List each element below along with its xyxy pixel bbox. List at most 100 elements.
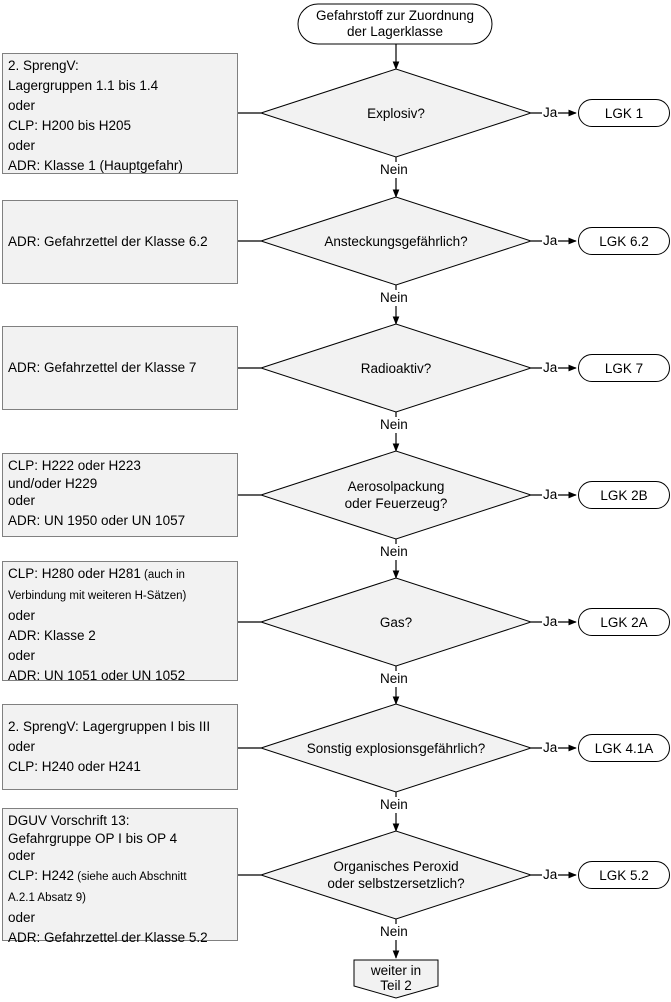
- criteria-text: oder: [8, 848, 36, 863]
- no-label-2: Nein: [379, 290, 409, 306]
- criteria-box-2: ADR: Gefahrzettel der Klasse 6.2: [2, 200, 238, 284]
- criteria-text: oder: [8, 98, 36, 113]
- criteria-line: oder: [8, 846, 232, 866]
- result-terminal-5: LGK 2A: [578, 608, 670, 636]
- continue-line-1: weiter in: [370, 963, 422, 978]
- yes-label-1: Ja: [542, 105, 559, 121]
- criteria-text: ADR: Gefahrzettel der Klasse 5.2: [8, 930, 208, 945]
- decision-question-line: Explosiv?: [367, 105, 425, 121]
- decision-question-6: Sonstig explosionsgefährlich?: [281, 740, 511, 757]
- decision-question-line: Radioaktiv?: [360, 360, 432, 376]
- criteria-text: 2. SprengV:: [8, 58, 79, 73]
- criteria-line: DGUV Vorschrift 13:: [8, 811, 232, 831]
- criteria-text: CLP: H222 oder H223: [8, 458, 141, 473]
- criteria-line: Gefahrgruppe OP I bis OP 4: [8, 831, 232, 846]
- criteria-text: 2. SprengV: Lagergruppen I bis III: [8, 719, 211, 734]
- criteria-text: Gefahrgruppe OP I bis OP 4: [8, 831, 178, 846]
- criteria-text: Lagergruppen 1.1 bis 1.4: [8, 78, 159, 93]
- criteria-text: und/oder H229: [8, 476, 98, 491]
- criteria-line: ADR: Gefahrzettel der Klasse 5.2: [8, 928, 232, 948]
- result-terminal-3: LGK 7: [578, 354, 670, 382]
- decision-question-line: oder Feuerzeug?: [344, 496, 448, 511]
- criteria-text: CLP: H200 bis H205: [8, 118, 132, 133]
- criteria-text: oder: [8, 739, 36, 754]
- criteria-line: oder: [8, 908, 232, 928]
- criteria-line: ADR: Klasse 2: [8, 626, 232, 646]
- criteria-line: ADR: Gefahrzettel der Klasse 6.2: [8, 232, 232, 252]
- criteria-line: und/oder H229: [8, 476, 232, 491]
- criteria-line: A.2.1 Absatz 9): [8, 887, 232, 908]
- criteria-line: CLP: H222 oder H223: [8, 456, 232, 476]
- criteria-text: oder: [8, 493, 36, 508]
- criteria-line: oder: [8, 646, 232, 666]
- result-terminal-6: LGK 4.1A: [578, 734, 670, 762]
- criteria-text: ADR: UN 1950 oder UN 1057: [8, 513, 186, 528]
- no-label-7: Nein: [379, 924, 409, 940]
- criteria-text: oder: [8, 608, 36, 623]
- criteria-line: ADR: UN 1950 oder UN 1057: [8, 511, 232, 531]
- criteria-note: Verbindung mit weiteren H-Sätzen): [8, 590, 187, 602]
- decision-question-line: Aerosolpackung: [347, 479, 445, 494]
- criteria-line: oder: [8, 606, 232, 626]
- decision-question-line: Ansteckungsgefährlich?: [324, 233, 468, 249]
- yes-label-7: Ja: [542, 867, 559, 883]
- decision-question-4: Aerosolpackung oder Feuerzeug?: [281, 478, 511, 512]
- criteria-line: ADR: Gefahrzettel der Klasse 7: [8, 358, 232, 378]
- continue-connector: [353, 959, 439, 999]
- yes-label-6: Ja: [542, 740, 559, 756]
- criteria-line: Verbindung mit weiteren H-Sätzen): [8, 585, 232, 606]
- criteria-box-5: CLP: H280 oder H281 (auch in Verbindung m…: [2, 561, 238, 683]
- decision-question-5: Gas?: [281, 614, 511, 631]
- result-terminal-2: LGK 6.2: [578, 227, 670, 255]
- criteria-text: ADR: Gefahrzettel der Klasse 6.2: [8, 234, 208, 249]
- criteria-text: oder: [8, 648, 36, 663]
- criteria-line: CLP: H242 (siehe auch Abschnitt: [8, 866, 232, 887]
- criteria-text: CLP: H240 oder H241: [8, 759, 141, 774]
- decision-question-3: Radioaktiv?: [281, 360, 511, 377]
- criteria-text: oder: [8, 910, 36, 925]
- criteria-line: ADR: UN 1051 oder UN 1052: [8, 666, 232, 686]
- criteria-line: oder: [8, 96, 232, 116]
- criteria-line: CLP: H240 oder H241: [8, 757, 232, 777]
- no-label-4: Nein: [379, 544, 409, 560]
- criteria-line: CLP: H280 oder H281 (auch in: [8, 564, 232, 585]
- criteria-note: (auch in: [140, 569, 185, 581]
- continue-line-2: Teil 2: [380, 978, 412, 993]
- decision-question-2: Ansteckungsgefährlich?: [281, 233, 511, 250]
- criteria-text: CLP: H242: [8, 868, 75, 883]
- decision-question-1: Explosiv?: [281, 105, 511, 122]
- criteria-line: CLP: H200 bis H205: [8, 116, 232, 136]
- criteria-text: ADR: Gefahrzettel der Klasse 7: [8, 360, 197, 375]
- no-label-5: Nein: [379, 671, 409, 687]
- criteria-line: 2. SprengV:: [8, 56, 232, 76]
- criteria-line: Lagergruppen 1.1 bis 1.4: [8, 76, 232, 96]
- criteria-note: (siehe auch Abschnitt: [74, 871, 187, 883]
- criteria-text: CLP: H280 oder H281: [8, 566, 141, 581]
- criteria-line: oder: [8, 491, 232, 511]
- yes-label-3: Ja: [542, 360, 559, 376]
- decision-question-line: Sonstig explosionsgefährlich?: [306, 740, 486, 756]
- criteria-line: oder: [8, 737, 232, 757]
- criteria-line: 2. SprengV: Lagergruppen I bis III: [8, 717, 232, 737]
- criteria-line: oder: [8, 136, 232, 156]
- yes-label-4: Ja: [542, 487, 559, 503]
- decision-question-line: Gas?: [379, 614, 413, 630]
- criteria-text: ADR: Klasse 1 (Hauptgefahr): [8, 158, 183, 173]
- result-terminal-7: LGK 5.2: [578, 861, 670, 889]
- criteria-note: A.2.1 Absatz 9): [8, 892, 86, 904]
- yes-label-5: Ja: [542, 614, 559, 630]
- no-label-3: Nein: [379, 417, 409, 433]
- criteria-text: oder: [8, 138, 36, 153]
- start-line-2: der Lagerklasse: [346, 24, 444, 39]
- result-terminal-4: LGK 2B: [578, 481, 670, 509]
- criteria-text: ADR: UN 1051 oder UN 1052: [8, 668, 186, 683]
- no-label-1: Nein: [379, 162, 409, 178]
- start-line-1: Gefahrstoff zur Zuordnung: [315, 8, 475, 23]
